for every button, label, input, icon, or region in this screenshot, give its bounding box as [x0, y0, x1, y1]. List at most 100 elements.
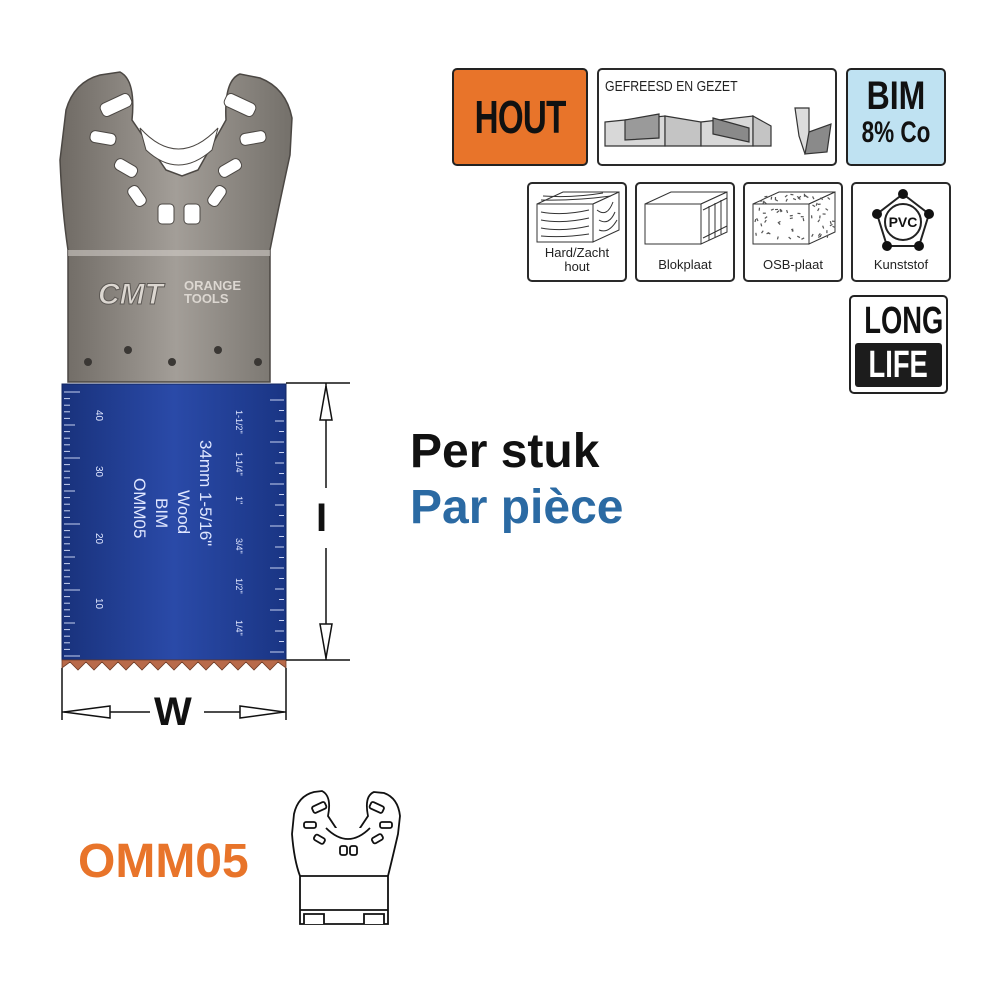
osb-chip [755, 232, 757, 236]
blade-material-bottom: 8% Co [861, 116, 931, 149]
material-card-hardwood: Hard/Zacht hout [527, 182, 627, 282]
osb-chip [790, 193, 794, 196]
osb-chip [764, 216, 768, 219]
osb-chip [802, 218, 805, 222]
material-card-pvc: PVC Kunststof [851, 182, 951, 282]
osb-chip [811, 233, 814, 237]
osb-chip [775, 208, 779, 211]
osb-chip [764, 219, 767, 223]
material-label-hardwood: Hard/Zacht hout [544, 245, 610, 274]
blade-outline-thumbnail [291, 790, 401, 925]
pvc-text: PVC [889, 214, 918, 230]
blade-material-top: BIM [866, 74, 926, 118]
osb-chip [786, 209, 789, 214]
price-unit-nl: Per stuk [410, 425, 600, 478]
osb-chip [762, 212, 766, 214]
scale-inch-label: 1-1/2" [234, 410, 244, 434]
osb-chip [764, 195, 768, 198]
osb-chip [798, 195, 802, 199]
blade-teeth [61, 659, 287, 671]
osb-chip [770, 196, 773, 200]
blade-print-application: Wood [174, 490, 193, 534]
pvc-icon: PVC [872, 189, 934, 251]
brand-sub-1: ORANGE [184, 278, 241, 293]
osb-chip [831, 220, 836, 223]
blade-mount [59, 71, 293, 383]
blade-image: CMT ORANGE TOOLS 40 30 20 10 1-1/2" 1-1/… [59, 71, 350, 720]
osb-chip [774, 199, 779, 202]
material-wood-badge: HOUT [452, 68, 588, 166]
osb-chip [770, 208, 774, 211]
material-label-blockboard: Blokplaat [658, 257, 712, 272]
osb-chip [826, 230, 828, 234]
blade-print-material: BIM [152, 498, 171, 528]
scale-inch-label: 1/2" [234, 578, 244, 594]
blade-body [61, 383, 287, 661]
osb-chip [777, 221, 781, 225]
osb-chip [776, 236, 779, 240]
osb-chip [810, 215, 813, 219]
long-life-badge: LONG LIFE [849, 295, 948, 394]
material-label-osb: OSB-plaat [763, 257, 823, 272]
osb-chip [817, 233, 821, 237]
osb-chip [779, 209, 782, 213]
osb-chip [760, 223, 763, 227]
osb-chip [761, 230, 764, 234]
long-life-bottom-text: LIFE [868, 344, 929, 386]
osb-chip [788, 236, 792, 240]
tooth-type-badge: GEFREESD EN GEZET [597, 68, 837, 166]
osb-chip [817, 208, 820, 212]
blade-print-size: 34mm 1-5/16" [196, 440, 215, 546]
height-dimension-label: I [316, 496, 328, 540]
osb-chip [785, 198, 788, 202]
osb-chip [758, 207, 761, 211]
hardwood-icon [536, 191, 620, 243]
material-wood-text: HOUT [474, 91, 567, 143]
osb-chip [815, 202, 818, 206]
osb-chip [817, 235, 822, 238]
osb-chip [827, 197, 831, 200]
osb-chip [822, 213, 826, 215]
scale-mm-label: 20 [93, 533, 104, 545]
osb-chip [789, 214, 793, 217]
width-dimension-label: W [154, 690, 192, 734]
model-number: OMM05 [78, 835, 249, 888]
scale-inch-label: 1/4" [234, 620, 244, 636]
osb-chip [762, 200, 765, 204]
scale-mm-label: 40 [93, 410, 104, 422]
set-teeth-icon [604, 107, 832, 155]
osb-chip [790, 228, 794, 232]
osb-chip [825, 208, 829, 211]
scale-mm-label: 10 [93, 598, 104, 610]
scale-inch-label: 1" [234, 496, 244, 504]
osb-chip [784, 194, 788, 198]
material-card-osb: OSB-plaat [743, 182, 843, 282]
osb-chip [820, 197, 824, 201]
osb-chip [789, 217, 793, 220]
osb-chip [803, 194, 807, 198]
blade-material-badge: BIM 8% Co [846, 68, 946, 166]
osb-chip [763, 201, 767, 205]
osb-chip [797, 212, 801, 215]
osb-chip [817, 203, 821, 205]
osb-chip [756, 218, 759, 222]
osb-chip [812, 204, 816, 208]
osb-chip [792, 198, 797, 201]
brand-logo: CMT [98, 278, 166, 311]
osb-chip [797, 235, 801, 239]
long-life-bottom: LIFE [855, 343, 942, 387]
osb-chip [800, 215, 804, 218]
osb-chip [829, 221, 832, 225]
blade-print-model: OMM05 [130, 478, 149, 538]
osb-chip [759, 200, 763, 202]
osb-chip [817, 219, 821, 223]
price-unit-fr: Par pièce [410, 481, 624, 534]
osb-board-icon [752, 191, 836, 245]
osb-chip [819, 215, 821, 219]
osb-chip [776, 210, 780, 214]
brand-sub-2: TOOLS [184, 291, 229, 306]
osb-chip [832, 225, 836, 229]
scale-inch-label: 1-1/4" [234, 452, 244, 476]
scale-mm-label: 30 [93, 466, 104, 478]
osb-chip [754, 218, 757, 223]
